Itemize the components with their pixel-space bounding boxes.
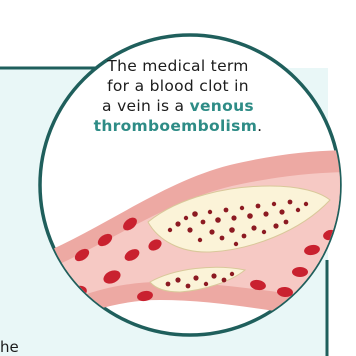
panel-right-strip xyxy=(329,260,356,356)
term-venous: venous xyxy=(190,97,254,115)
vein-caption: The medical term for a blood clot in a v… xyxy=(83,56,273,136)
caption-line-1: The medical term xyxy=(107,57,248,75)
caption-line-3-prefix: a vein is a xyxy=(102,97,190,115)
background-text-fragment: he xyxy=(0,338,19,356)
caption-line-2: for a blood clot in xyxy=(107,77,249,95)
term-thromboembolism: thromboembolism xyxy=(94,117,258,135)
caption-period: . xyxy=(257,117,262,135)
